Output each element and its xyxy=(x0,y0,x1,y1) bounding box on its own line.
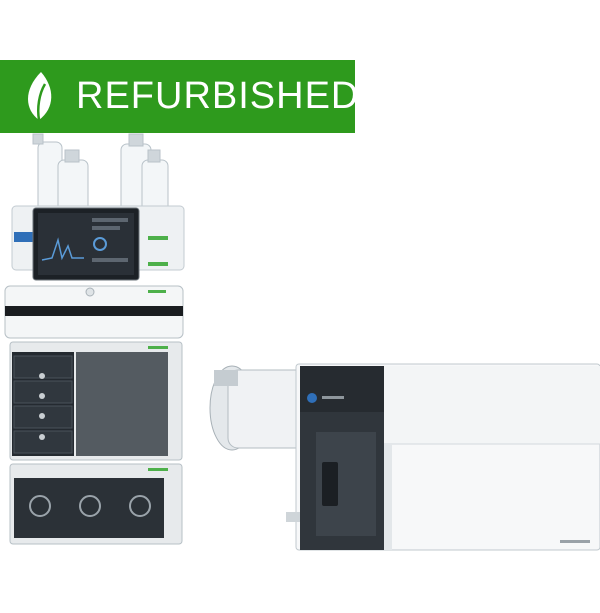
pump-module xyxy=(4,285,184,339)
autosampler-module xyxy=(9,341,183,461)
solvent-bottles xyxy=(32,133,169,217)
column-compartment xyxy=(9,463,183,545)
leaf-icon xyxy=(28,72,52,121)
touch-screen xyxy=(32,207,140,281)
ion-source xyxy=(209,365,309,451)
refurbished-banner: REFURBISHED xyxy=(0,60,358,133)
banner-label: REFURBISHED xyxy=(76,75,360,117)
mass-spectrometer xyxy=(286,363,600,551)
